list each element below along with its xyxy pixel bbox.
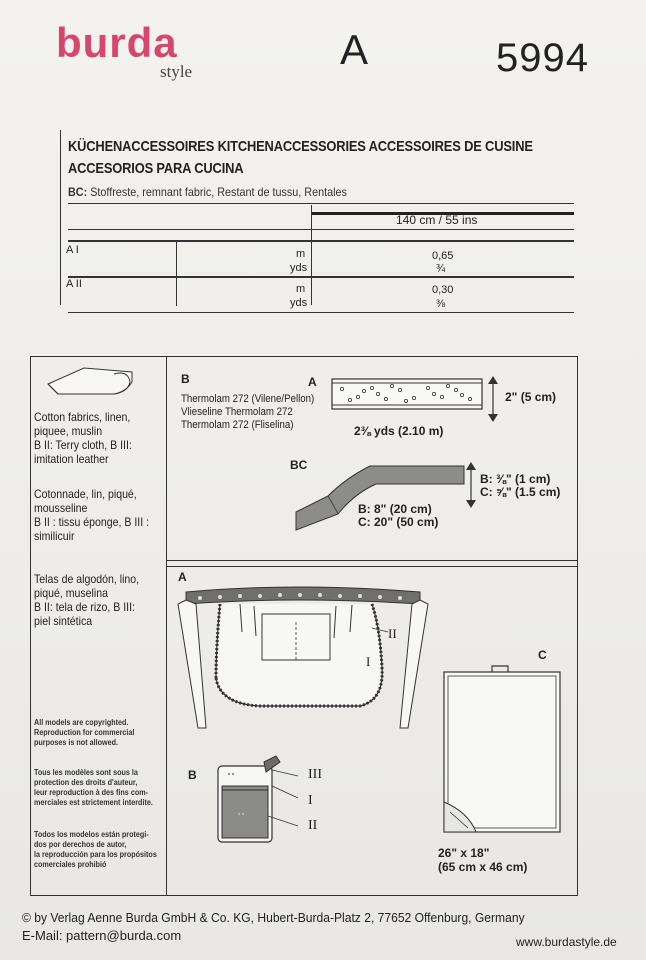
fabric-en-4: imitation leather [34,452,109,466]
title-line-1: KÜCHENACCESSOIRES KITCHENACCESSORIES ACC… [68,138,533,155]
pot-holder-drawing-b [217,755,299,843]
drawing-b-part-ii: II [308,818,318,833]
fabric-note: BC: Stoffreste, remnant fabric, Restant … [68,185,347,199]
fabric-note-text: Stoffreste, remnant fabric, Restant de t… [87,185,347,199]
row-a1-value-m: 0,65 [432,250,454,262]
interfacing-3: Thermolam 272 (Fliselina) [181,419,294,431]
fabric-fr-2: mousseline [34,501,88,515]
drawing-label-b: B [188,768,197,782]
title-line-2: ACCESORIOS PARA CUCINA [68,160,244,177]
copyright-fr-2: protection des droits d'auteur, [34,778,138,787]
row-a1-view: A I [66,244,79,256]
drawing-b-part-iii: III [308,767,322,782]
pattern-number: 5994 [496,36,589,80]
fabric-note-prefix: BC: [68,185,88,199]
notions-label-bc: BC [290,458,308,472]
notions-bc-len-c: C: 20" (50 cm) [358,515,439,529]
towel-drawing-c [443,665,561,833]
bias-tape-bc [295,465,465,531]
row-a2-value-m: 0,30 [432,284,454,296]
fabric-en-1: Cotton fabrics, linen, [34,410,131,424]
fabric-fr-1: Cotonnade, lin, piqué, [34,487,137,501]
fabric-es-3: B II: tela de rizo, B III: [34,600,135,614]
row-a2-value-yds: ⅜ [436,298,446,310]
height-arrow-a [488,376,498,422]
burda-logo: burda [56,19,178,66]
drawing-c-size-in: 26" x 18" [438,846,490,860]
copyright-es-4: comerciales prohibió [34,860,107,869]
notions-bc-width-c: C: ⅝" (1.5 cm) [480,485,561,499]
width-arrow-bc [466,462,476,508]
row-a2-unit-m: m [296,283,306,295]
copyright-es-1: Todos los modelos están protegi- [34,830,149,839]
title-rule [60,130,61,305]
notions-label-a: A [308,375,317,389]
website-line: www.burdastyle.de [516,935,617,949]
copyright-en-2: Reproduction for commercial [34,728,135,737]
drawing-label-c: C [538,648,547,662]
notions-bc-width-b: B: ⅜" (1 cm) [480,472,551,486]
fabric-fr-3: B II : tissu éponge, B III : [34,515,150,529]
copyright-fr-3: leur reproduction à des fins com- [34,788,149,797]
notions-bc-len-b: B: 8" (20 cm) [358,502,432,516]
email-line: E-Mail: pattern@burda.com [22,928,182,943]
copyright-es-3: la reproducción para los propósitos [34,850,157,859]
notions-a-length: 2⅜ yds (2.10 m) [354,424,444,438]
row-a1-unit-m: m [296,248,306,260]
copyright-es-2: dos por derechos de autor, [34,840,127,849]
burda-logo-sub: style [160,62,193,81]
width-header: 140 cm / 55 ins [396,213,478,227]
fabric-es-1: Telas de algodón, lino, [34,572,140,586]
drawing-a-part-i: I [366,654,371,669]
copyright-fr-4: merciales est strictement interdite. [34,798,153,807]
interfacing-2: Vlieseline Thermolam 272 [181,406,293,418]
row-a2-unit-yds: yds [290,297,308,309]
row-a2-view: A II [66,278,82,290]
row-a1-unit-yds: yds [290,262,308,274]
drawing-a-part-ii: II [388,626,397,641]
copyright-en-3: purposes is not allowed. [34,738,119,747]
drawing-label-a: A [178,570,187,584]
drawing-b-part-i: I [308,793,313,808]
row-a1-value-yds: ¾ [436,263,446,275]
interfacing-strip-a [331,378,483,410]
fabric-fr-4: similicuir [34,529,75,543]
copyright-fr-1: Tous les modèles sont sous la [34,768,138,777]
copyright-en-1: All models are copyrighted. [34,718,129,727]
interfacing-1: Thermolam 272 (Vilene/Pellon) [181,393,315,405]
view-letter: A [340,26,369,73]
publisher-line: © by Verlag Aenne Burda GmbH & Co. KG, H… [22,910,525,925]
fabric-en-3: B II: Terry cloth, B III: [34,438,132,452]
apron-drawing-a [177,586,429,729]
drawing-c-size-cm: (65 cm x 46 cm) [438,860,528,874]
fabric-en-2: piquee, muslin [34,424,103,438]
fabric-es-4: piel sintética [34,614,93,628]
lower-frame [30,356,578,896]
fabric-roll-icon [47,367,133,395]
notions-a-height: 2" (5 cm) [505,390,557,404]
fabric-es-2: piqué, muselina [34,586,108,600]
notions-label-b: B [181,372,190,386]
